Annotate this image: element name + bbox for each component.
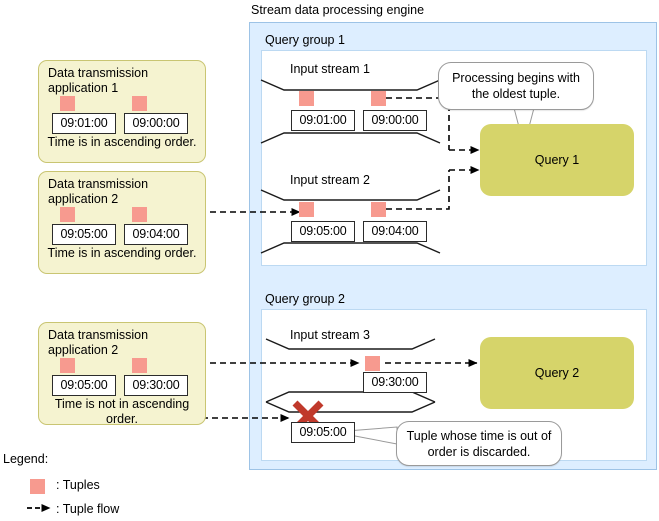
engine-title: Stream data processing engine bbox=[251, 3, 425, 17]
app2-note: Time is in ascending order. bbox=[47, 246, 197, 260]
input-stream-2-label: Input stream 2 bbox=[290, 173, 370, 187]
callout-discarded-tuple: Tuple whose time is out of order is disc… bbox=[396, 421, 562, 466]
stream1-tuple-time-2: 09:00:00 bbox=[363, 110, 427, 131]
app3-tuple-time-1: 09:05:00 bbox=[52, 375, 116, 396]
callout-oldest-tuple: Processing begins with the oldest tuple. bbox=[438, 62, 594, 110]
query-group-1-title: Query group 1 bbox=[265, 33, 345, 47]
app3-tuple-time-2: 09:30:00 bbox=[124, 375, 188, 396]
query-1-label: Query 1 bbox=[534, 153, 580, 167]
query-2-box[interactable]: Query 2 bbox=[480, 337, 634, 409]
tuple-marker bbox=[132, 96, 147, 111]
stream2-tuple-time-2: 09:04:00 bbox=[363, 221, 427, 242]
data-transmission-application-1[interactable]: Data transmission application 1 09:01:00… bbox=[38, 60, 206, 163]
stream3-tuple-time-1: 09:30:00 bbox=[363, 372, 427, 393]
callout-oldest-tuple-text: Processing begins with the oldest tuple. bbox=[452, 71, 580, 101]
query-group-2-title: Query group 2 bbox=[265, 292, 345, 306]
stream1-tuple-time-1: 09:01:00 bbox=[291, 110, 355, 131]
app3-title: Data transmission application 2 bbox=[48, 328, 149, 357]
tuple-marker bbox=[299, 202, 314, 217]
tuple-marker bbox=[60, 358, 75, 373]
app1-note: Time is in ascending order. bbox=[47, 135, 197, 149]
app2-tuple-time-2: 09:04:00 bbox=[124, 224, 188, 245]
app2-tuple-time-1: 09:05:00 bbox=[52, 224, 116, 245]
data-transmission-application-2-unordered[interactable]: Data transmission application 2 09:05:00… bbox=[38, 322, 206, 426]
callout-discarded-tuple-text: Tuple whose time is out of order is disc… bbox=[406, 428, 552, 459]
tuple-marker bbox=[365, 356, 380, 371]
stream2-tuple-time-1: 09:05:00 bbox=[291, 221, 355, 242]
legend-title: Legend: bbox=[3, 452, 49, 466]
app2-title: Data transmission application 2 bbox=[48, 177, 149, 206]
app1-tuple-time-1: 09:01:00 bbox=[52, 113, 116, 134]
input-stream-3-label: Input stream 3 bbox=[290, 328, 370, 342]
tuple-marker bbox=[60, 96, 75, 111]
data-transmission-application-2[interactable]: Data transmission application 2 09:05:00… bbox=[38, 171, 206, 274]
legend-flow-label: : Tuple flow bbox=[56, 502, 120, 516]
input-stream-1-label: Input stream 1 bbox=[290, 62, 370, 76]
tuple-marker bbox=[60, 207, 75, 222]
legend-tuple-swatch-icon bbox=[30, 479, 45, 494]
tuple-marker bbox=[132, 358, 147, 373]
legend-tuple-label: : Tuples bbox=[56, 478, 100, 492]
app1-tuple-time-2: 09:00:00 bbox=[124, 113, 188, 134]
app3-note: Time is not in ascending order. bbox=[54, 397, 190, 426]
tuple-marker bbox=[371, 202, 386, 217]
query-2-label: Query 2 bbox=[534, 366, 580, 380]
app1-title: Data transmission application 1 bbox=[48, 66, 149, 95]
tuple-marker bbox=[299, 91, 314, 106]
discarded-tuple-time: 09:05:00 bbox=[291, 422, 355, 443]
query-1-box[interactable]: Query 1 bbox=[480, 124, 634, 196]
tuple-marker bbox=[132, 207, 147, 222]
tuple-marker bbox=[371, 91, 386, 106]
